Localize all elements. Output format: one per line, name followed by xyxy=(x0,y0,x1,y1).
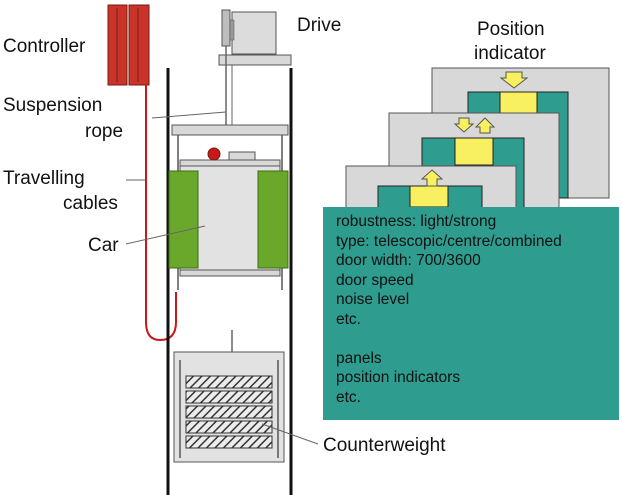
door-specs-panel: robustness: light/strong type: telescopi… xyxy=(323,207,619,420)
spec-line: position indicators xyxy=(336,369,461,386)
label-suspension-rope-line2: rope xyxy=(85,121,123,142)
label-travelling-cables-line1: Travelling xyxy=(3,168,85,189)
car-doors xyxy=(168,170,289,269)
label-counterweight: Counterweight xyxy=(323,435,446,456)
up-arrow-icon xyxy=(420,169,444,187)
suspension-rope xyxy=(225,46,233,352)
spec-line: noise level xyxy=(336,291,410,308)
label-controller: Controller xyxy=(3,36,86,57)
hoistway-walls xyxy=(166,68,293,495)
spec-line: etc. xyxy=(336,388,361,406)
label-position-indicator-line1: Position xyxy=(477,19,545,40)
spec-line: robustness: light/strong xyxy=(336,213,497,230)
travelling-cable xyxy=(145,85,177,342)
spec-line: door width: 700/3600 xyxy=(336,252,481,269)
spec-line: door speed xyxy=(336,271,414,289)
door-panel-stack xyxy=(345,67,610,209)
counterweight xyxy=(173,351,285,463)
down-arrow-icon xyxy=(499,71,529,89)
spec-line: type: telescopic/centre/combined xyxy=(336,232,562,250)
label-suspension-rope-line1: Suspension xyxy=(3,95,102,116)
down-arrow-icon xyxy=(453,117,475,133)
spec-line: panels xyxy=(336,349,382,367)
leader-lines xyxy=(125,111,319,445)
label-travelling-cables-line2: cables xyxy=(63,193,118,214)
label-position-indicator-line2: indicator xyxy=(474,43,546,64)
drive-machine xyxy=(218,9,292,66)
spec-line: etc. xyxy=(336,310,361,328)
spec-line xyxy=(336,329,619,349)
up-arrow-icon xyxy=(474,117,496,134)
label-drive: Drive xyxy=(297,15,341,36)
controller-cabinet xyxy=(107,4,150,86)
label-car: Car xyxy=(88,235,119,256)
